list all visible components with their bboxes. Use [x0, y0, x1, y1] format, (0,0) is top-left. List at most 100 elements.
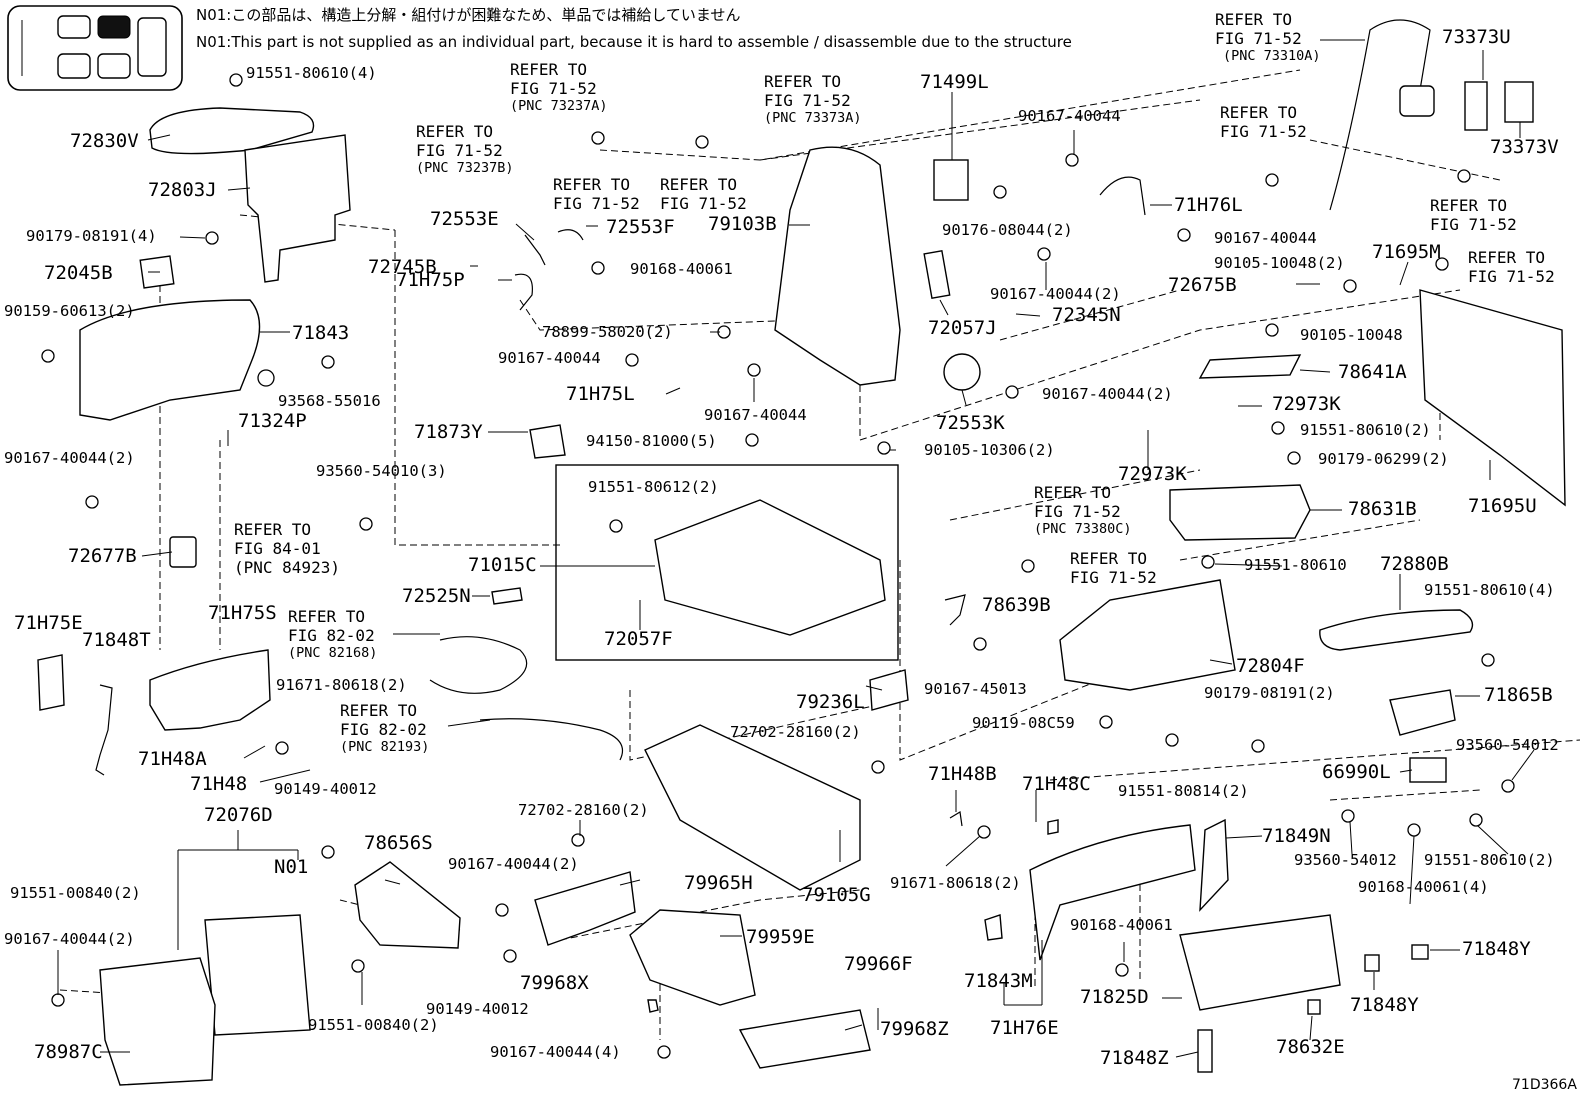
part-label[interactable]: 71H75S [208, 602, 277, 624]
part-label[interactable]: 71695M [1372, 241, 1441, 263]
part-label[interactable]: 72745B [368, 256, 437, 278]
part-label[interactable]: 72525N [402, 585, 471, 607]
part-label[interactable]: 90167-40044(2) [4, 449, 135, 467]
part-label[interactable]: 78639B [982, 594, 1051, 616]
part-label[interactable]: 91551-80612(2) [588, 478, 719, 496]
part-label[interactable]: 90168-40061 [1070, 916, 1173, 934]
part-label[interactable]: 72675B [1168, 274, 1237, 296]
part-label[interactable]: 90119-08C59 [972, 714, 1075, 732]
part-label[interactable]: 66990L [1322, 761, 1391, 783]
part-label[interactable]: 72804F [1236, 655, 1305, 677]
part-label[interactable]: 91551-80610(2) [1424, 851, 1555, 869]
part-label[interactable]: 91551-80610(4) [246, 64, 377, 82]
part-label[interactable]: 72702-28160(2) [518, 801, 649, 819]
part-label[interactable]: 93560-54010(3) [316, 462, 447, 480]
part-label[interactable]: 72076D [204, 804, 273, 826]
part-label[interactable]: 78641A [1338, 361, 1407, 383]
part-label[interactable]: 79103B [708, 213, 777, 235]
part-label[interactable]: 71H76L [1174, 194, 1243, 216]
part-label[interactable]: 71848T [82, 629, 151, 651]
part-label[interactable]: 71848Z [1100, 1047, 1169, 1069]
part-label[interactable]: 71015C [468, 554, 537, 576]
part-label[interactable]: 79968X [520, 972, 589, 994]
part-label[interactable]: 90167-40044(4) [490, 1043, 621, 1061]
part-label[interactable]: 90168-40061 [630, 260, 733, 278]
part-label[interactable]: 71843 [292, 322, 350, 344]
part-label[interactable]: 93568-55016 [278, 392, 381, 410]
part-label[interactable]: 90167-40044(2) [990, 285, 1121, 303]
part-label[interactable]: 72553K [936, 412, 1005, 434]
part-label[interactable]: 90167-40044(2) [4, 930, 135, 948]
part-label[interactable]: 78632E [1276, 1036, 1345, 1058]
part-label[interactable]: 78631B [1348, 498, 1417, 520]
part-label[interactable]: 71H75L [566, 383, 635, 405]
part-label[interactable]: 78987C [34, 1041, 103, 1063]
part-label[interactable]: 90176-08044(2) [942, 221, 1073, 239]
part-label[interactable]: 73373U [1442, 26, 1511, 48]
part-label[interactable]: 91551-00840(2) [308, 1016, 439, 1034]
part-label[interactable]: 71H76E [990, 1017, 1059, 1039]
part-label[interactable]: 71H48B [928, 763, 997, 785]
part-label[interactable]: 90167-40044(2) [448, 855, 579, 873]
part-label[interactable]: 91551-00840(2) [10, 884, 141, 902]
part-label[interactable]: 71H48 [190, 773, 248, 795]
part-label[interactable]: 71499L [920, 71, 989, 93]
part-label[interactable]: 71848Y [1462, 938, 1531, 960]
part-label[interactable]: 71H75E [14, 612, 83, 634]
part-label[interactable]: 72880B [1380, 553, 1449, 575]
part-label[interactable]: 72057F [604, 628, 673, 650]
part-label[interactable]: 90167-45013 [924, 680, 1027, 698]
part-label[interactable]: 90168-40061(4) [1358, 878, 1489, 896]
part-label[interactable]: 93560-54012 [1456, 736, 1559, 754]
part-label[interactable]: 90105-10306(2) [924, 441, 1055, 459]
part-label[interactable]: 90149-40012 [274, 780, 377, 798]
part-label[interactable]: 90167-40044(2) [1042, 385, 1173, 403]
part-label[interactable]: 91671-80618(2) [890, 874, 1021, 892]
part-label[interactable]: 79105G [802, 884, 871, 906]
part-label[interactable]: 71848Y [1350, 994, 1419, 1016]
part-label[interactable]: 72553F [606, 216, 675, 238]
part-label[interactable]: 71873Y [414, 421, 483, 443]
part-label[interactable]: 71324P [238, 410, 307, 432]
part-label[interactable]: 90149-40012 [426, 1000, 529, 1018]
part-label[interactable]: 91551-80610 [1244, 556, 1347, 574]
part-label[interactable]: 71849N [1262, 825, 1331, 847]
part-label[interactable]: 72830V [70, 130, 139, 152]
part-label[interactable]: 72702-28160(2) [730, 723, 861, 741]
part-label[interactable]: 71H48C [1022, 773, 1091, 795]
part-label[interactable]: 90167-40044 [498, 349, 601, 367]
part-label[interactable]: 72803J [148, 179, 217, 201]
part-label[interactable]: 93560-54012 [1294, 851, 1397, 869]
part-label[interactable]: 72973K [1272, 393, 1341, 415]
part-label[interactable]: 72345N [1052, 304, 1121, 326]
part-label[interactable]: 72553E [430, 208, 499, 230]
part-label[interactable]: 79236L [796, 691, 865, 713]
part-label[interactable]: 79966F [844, 953, 913, 975]
part-label[interactable]: 71865B [1484, 684, 1553, 706]
part-label[interactable]: 79968Z [880, 1018, 949, 1040]
part-label[interactable]: 91551-80610(2) [1300, 421, 1431, 439]
part-label[interactable]: 78899-58020(2) [542, 323, 673, 341]
part-label-n01[interactable]: N01 [274, 856, 309, 878]
part-label[interactable]: 91551-80814(2) [1118, 782, 1249, 800]
part-label[interactable]: 90179-08191(2) [1204, 684, 1335, 702]
part-label[interactable]: 79965H [684, 872, 753, 894]
part-label[interactable]: 90179-06299(2) [1318, 450, 1449, 468]
part-label[interactable]: 72677B [68, 545, 137, 567]
part-label[interactable]: 94150-81000(5) [586, 432, 717, 450]
part-label[interactable]: 90159-60613(2) [4, 302, 135, 320]
part-label[interactable]: 90167-40044 [1018, 107, 1121, 125]
